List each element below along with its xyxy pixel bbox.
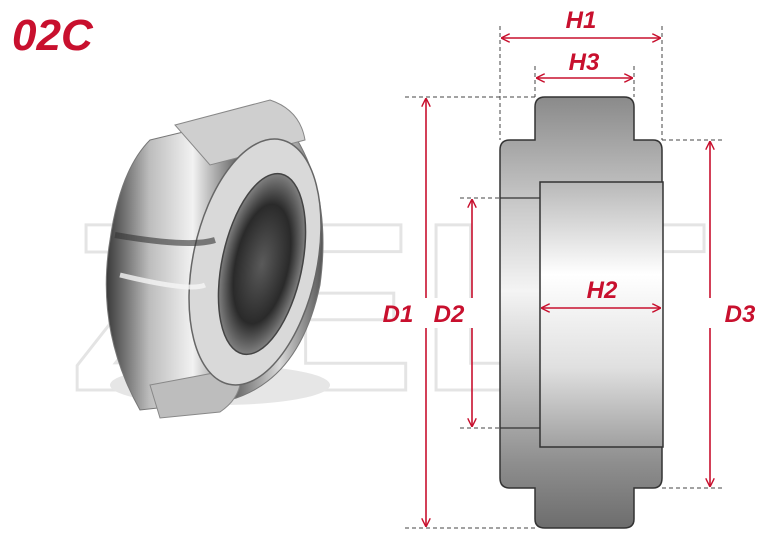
cross-section xyxy=(499,96,664,529)
bore-section xyxy=(539,181,664,448)
dimension-labels: H1 H3 H2 D1 D2 D3 xyxy=(383,7,756,328)
ring-groove-2 xyxy=(119,272,207,290)
extension-lines xyxy=(405,26,725,529)
product-code-title: 02C xyxy=(12,11,93,60)
label-backgrounds xyxy=(406,298,731,328)
ring-collar xyxy=(174,99,306,166)
label-d2: D2 xyxy=(434,301,465,328)
product-photo xyxy=(105,99,330,419)
label-d3: D3 xyxy=(725,301,756,328)
label-h3: H3 xyxy=(569,49,600,76)
ring-bore xyxy=(217,172,307,356)
label-d1: D1 xyxy=(383,301,414,328)
ring-groove xyxy=(114,232,216,247)
label-h2: H2 xyxy=(587,277,618,304)
label-h1: H1 xyxy=(566,7,597,34)
